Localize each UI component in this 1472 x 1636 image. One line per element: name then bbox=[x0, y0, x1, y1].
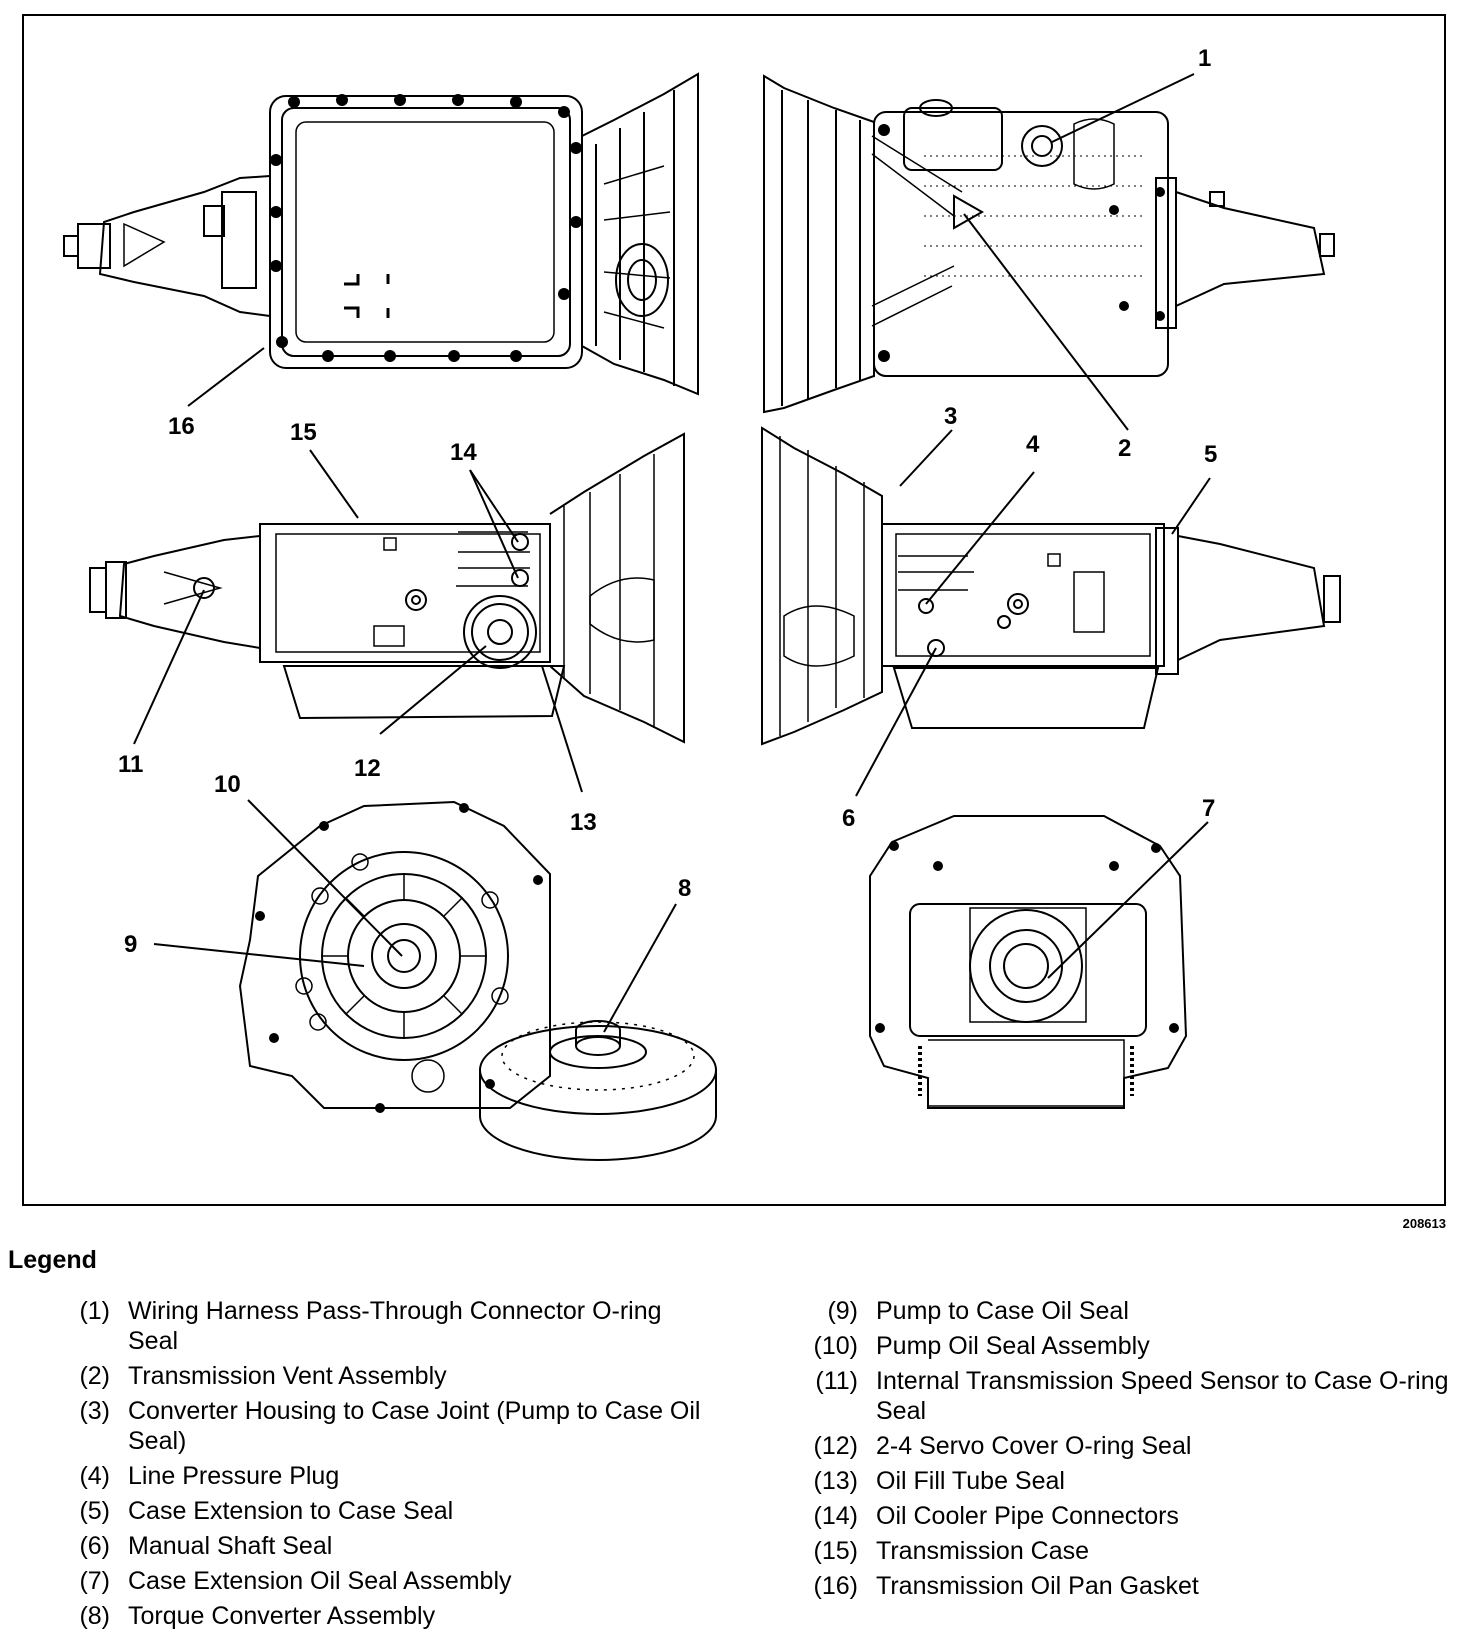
legend-item: (12) 2-4 Servo Cover O-ring Seal bbox=[808, 1431, 1468, 1461]
legend-item: (6) Manual Shaft Seal bbox=[70, 1531, 710, 1561]
legend-item: (5) Case Extension to Case Seal bbox=[70, 1496, 710, 1526]
legend-item-number: (15) bbox=[813, 1537, 858, 1565]
legend-item-number: (14) bbox=[813, 1502, 858, 1530]
legend-item-number: (1) bbox=[79, 1297, 110, 1325]
figure-frame: 1 2 3 4 5 6 7 8 9 10 11 12 13 14 15 16 bbox=[22, 14, 1446, 1206]
legend-item-text: Transmission Vent Assembly bbox=[128, 1362, 447, 1390]
callout-8: 8 bbox=[678, 875, 691, 902]
leader-lines bbox=[133, 73, 1211, 1033]
legend-item-number: (3) bbox=[79, 1397, 110, 1425]
legend-item: (15) Transmission Case bbox=[808, 1536, 1468, 1566]
legend-item-number: (4) bbox=[79, 1462, 110, 1490]
legend-item-number: (5) bbox=[79, 1497, 110, 1525]
callout-12: 12 bbox=[354, 755, 381, 782]
legend-item-text: Case Extension to Case Seal bbox=[128, 1497, 454, 1525]
legend-item-text: Converter Housing to Case Joint (Pump to… bbox=[128, 1397, 701, 1455]
legend-item-number: (8) bbox=[79, 1602, 110, 1630]
legend-item: (4) Line Pressure Plug bbox=[70, 1461, 710, 1491]
callout-2: 2 bbox=[1118, 435, 1131, 462]
legend-item: (14) Oil Cooler Pipe Connectors bbox=[808, 1501, 1468, 1531]
legend-item-text: Wiring Harness Pass-Through Connector O-… bbox=[128, 1297, 662, 1355]
legend-item-text: Pump Oil Seal Assembly bbox=[876, 1332, 1150, 1360]
legend-item-text: Oil Fill Tube Seal bbox=[876, 1467, 1065, 1495]
callout-10: 10 bbox=[214, 771, 241, 798]
legend-item-text: Case Extension Oil Seal Assembly bbox=[128, 1567, 512, 1595]
callout-7: 7 bbox=[1202, 795, 1215, 822]
view-left-side-case bbox=[89, 432, 685, 744]
legend-title: Legend bbox=[8, 1246, 97, 1274]
callout-5: 5 bbox=[1204, 441, 1217, 468]
legend-item: (2) Transmission Vent Assembly bbox=[70, 1361, 710, 1391]
callout-13: 13 bbox=[570, 809, 597, 836]
callout-6: 6 bbox=[842, 805, 855, 832]
legend-item: (7) Case Extension Oil Seal Assembly bbox=[70, 1566, 710, 1596]
legend-item-text: Torque Converter Assembly bbox=[128, 1602, 436, 1630]
legend-item: (3) Converter Housing to Case Joint (Pump… bbox=[70, 1396, 710, 1456]
legend-item-text: Oil Cooler Pipe Connectors bbox=[876, 1502, 1179, 1530]
legend-item-text: 2-4 Servo Cover O-ring Seal bbox=[876, 1432, 1192, 1460]
legend-right-column: (9) Pump to Case Oil Seal (10) Pump Oil Se… bbox=[808, 1296, 1468, 1606]
legend-item: (10) Pump Oil Seal Assembly bbox=[808, 1331, 1468, 1361]
legend-item-number: (2) bbox=[79, 1362, 110, 1390]
legend-item-text: Internal Transmission Speed Sensor to Ca… bbox=[876, 1367, 1449, 1425]
callout-9: 9 bbox=[124, 931, 137, 958]
callout-labels: 1 2 3 4 5 6 7 8 9 10 11 12 13 14 15 16 bbox=[118, 45, 1217, 958]
legend-item-text: Manual Shaft Seal bbox=[128, 1532, 333, 1560]
callout-16: 16 bbox=[168, 413, 195, 440]
legend-item: (8) Torque Converter Assembly bbox=[70, 1601, 710, 1631]
legend-item: (1) Wiring Harness Pass-Through Connector… bbox=[70, 1296, 710, 1356]
legend-item: (9) Pump to Case Oil Seal bbox=[808, 1296, 1468, 1326]
legend-item-number: (10) bbox=[813, 1332, 858, 1360]
callout-1: 1 bbox=[1198, 45, 1211, 72]
legend-item-number: (11) bbox=[815, 1367, 858, 1395]
legend-left-column: (1) Wiring Harness Pass-Through Connector… bbox=[70, 1296, 710, 1636]
callout-11: 11 bbox=[118, 751, 143, 778]
legend-item-text: Transmission Case bbox=[876, 1537, 1090, 1565]
view-bottom-oil-pan bbox=[63, 72, 699, 396]
callout-3: 3 bbox=[944, 403, 957, 430]
callout-15: 15 bbox=[290, 419, 317, 446]
torque-converter bbox=[479, 1020, 717, 1161]
legend-item-text: Transmission Oil Pan Gasket bbox=[876, 1572, 1199, 1600]
legend-item: (13) Oil Fill Tube Seal bbox=[808, 1466, 1468, 1496]
legend-item-number: (13) bbox=[813, 1467, 858, 1495]
legend-item-number: (16) bbox=[813, 1572, 858, 1600]
legend-item-number: (7) bbox=[79, 1567, 110, 1595]
legend-item-text: Line Pressure Plug bbox=[128, 1462, 340, 1490]
legend-item: (16) Transmission Oil Pan Gasket bbox=[808, 1571, 1468, 1601]
figure-id: 208613 bbox=[1402, 1216, 1446, 1231]
legend-item-number: (9) bbox=[827, 1297, 858, 1325]
callout-4: 4 bbox=[1026, 431, 1040, 458]
legend-item-number: (12) bbox=[813, 1432, 858, 1460]
legend-item: (11) Internal Transmission Speed Sensor t… bbox=[808, 1366, 1468, 1426]
legend-item-text: Pump to Case Oil Seal bbox=[876, 1297, 1129, 1325]
view-rear-extension bbox=[869, 815, 1188, 1109]
callout-14: 14 bbox=[450, 439, 477, 466]
view-top-case bbox=[763, 74, 1335, 414]
legend-item-number: (6) bbox=[79, 1532, 110, 1560]
view-right-side-case bbox=[761, 426, 1341, 746]
transmission-diagram: 1 2 3 4 5 6 7 8 9 10 11 12 13 14 15 16 bbox=[63, 45, 1341, 1161]
